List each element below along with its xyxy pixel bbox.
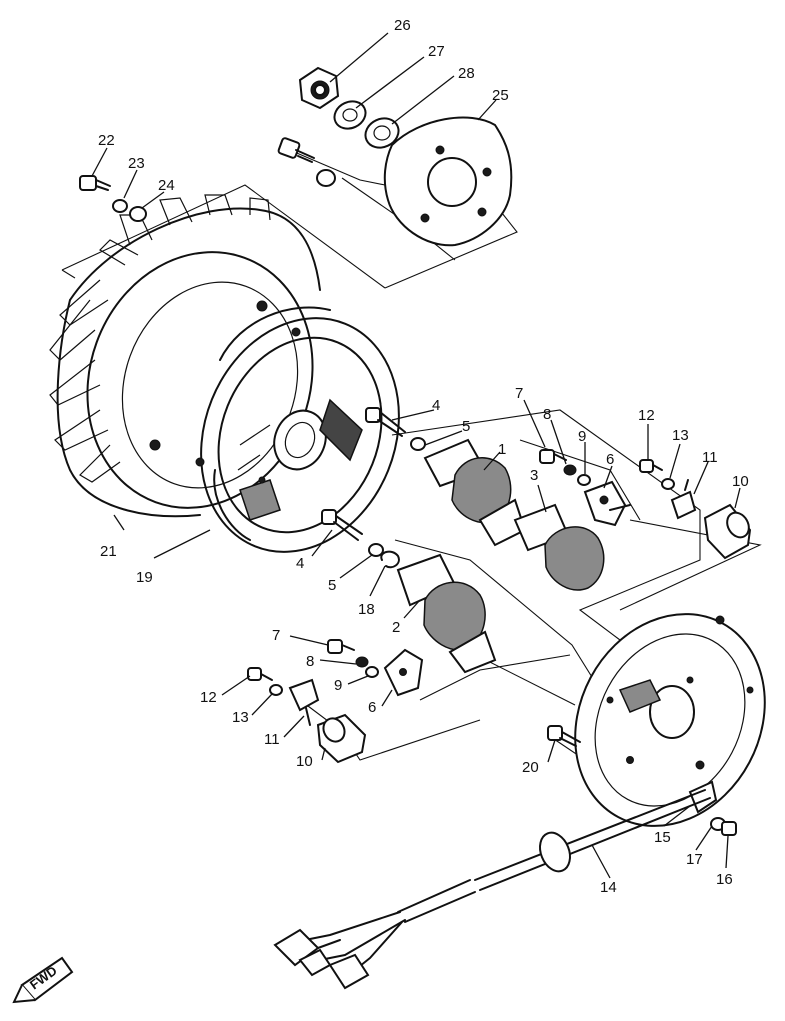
wire-clip	[380, 550, 400, 569]
callout-24: 24	[158, 177, 175, 194]
cam-washer	[316, 169, 336, 187]
lead-wire-harness	[273, 789, 711, 990]
stator-screw	[547, 725, 581, 747]
ignition-coil-2	[396, 553, 497, 674]
breaker-spring-washer-lower	[355, 656, 369, 668]
condenser-washer-upper	[661, 478, 675, 490]
callout-8-upper: 8	[543, 406, 551, 423]
callout-28: 28	[458, 65, 475, 82]
callout-11-upper: 11	[702, 449, 718, 466]
condenser-upper	[703, 503, 752, 560]
callout-13-lower: 13	[232, 709, 249, 726]
callout-16: 16	[716, 871, 733, 888]
stator-plate	[574, 613, 766, 827]
cam-plate	[383, 116, 513, 247]
flywheel-fan	[49, 194, 321, 518]
coil-washer-upper	[410, 437, 426, 451]
callout-2: 2	[392, 619, 400, 636]
callout-12-upper: 12	[638, 407, 655, 424]
fwd-direction-marker: FWD	[12, 956, 74, 1004]
callout-numbers: 26 27 28 25 22 23 24 4 5 1 7 8 9 6 12 13…	[98, 17, 749, 896]
breaker-spring-washer-upper	[563, 464, 577, 476]
contact-breaker-lower	[383, 648, 424, 697]
callout-13-upper: 13	[672, 427, 689, 444]
callout-8-lower: 8	[306, 653, 314, 670]
upper-screw	[79, 175, 111, 191]
condenser-screw-lower	[247, 667, 273, 681]
callout-26: 26	[394, 17, 411, 34]
condenser-lower	[316, 713, 367, 764]
coil-washer-lower	[368, 543, 384, 557]
callout-23: 23	[128, 155, 145, 172]
callout-7-upper: 7	[515, 385, 523, 402]
condenser-washer-lower	[269, 684, 283, 696]
clamp-screw	[721, 821, 737, 836]
upper-plain-washer	[129, 206, 147, 222]
callout-1: 1	[498, 441, 506, 458]
callout-4-lower: 4	[296, 555, 304, 572]
callout-18: 18	[358, 601, 375, 618]
callout-5-lower: 5	[328, 577, 336, 594]
callout-27: 27	[428, 43, 445, 60]
ignition-coil-1	[423, 438, 527, 547]
callout-10-lower: 10	[296, 753, 313, 770]
flywheel-rotor	[195, 306, 400, 553]
breaker-washer-lower	[365, 666, 379, 678]
flywheel-nut	[298, 66, 340, 110]
callout-20: 20	[522, 759, 539, 776]
condenser-screw-upper	[639, 459, 663, 473]
plain-washer	[364, 117, 400, 149]
callout-25: 25	[492, 87, 509, 104]
callout-9-lower: 9	[334, 677, 342, 694]
condenser-bracket-lower	[288, 678, 320, 726]
callout-6-lower: 6	[368, 699, 376, 716]
cam-bolt	[277, 137, 315, 163]
lock-washer	[333, 100, 367, 130]
grommet-clamp	[688, 780, 718, 814]
contact-breaker-upper	[583, 480, 631, 527]
leader-lines	[91, 32, 741, 879]
callout-3: 3	[530, 467, 538, 484]
callout-12-lower: 12	[200, 689, 217, 706]
condenser-bracket-upper	[670, 479, 697, 520]
coil-screw-lower	[321, 509, 363, 541]
callout-21: 21	[100, 543, 117, 560]
coil-screw-upper	[365, 407, 406, 437]
callout-6-upper: 6	[606, 451, 614, 468]
callout-7-lower: 7	[272, 627, 280, 644]
callout-10-upper: 10	[732, 473, 749, 490]
callout-4-upper: 4	[432, 397, 440, 414]
callout-14: 14	[600, 879, 617, 896]
upper-spring-washer	[112, 199, 128, 213]
callout-17: 17	[686, 851, 703, 868]
callout-11-lower: 11	[264, 731, 280, 748]
breaker-washer-upper	[577, 474, 591, 486]
callout-9-upper: 9	[578, 428, 586, 445]
callout-5-upper: 5	[462, 418, 470, 435]
callout-15: 15	[654, 829, 671, 846]
callout-19: 19	[136, 569, 153, 586]
callout-22: 22	[98, 132, 115, 149]
ignition-coil-3	[513, 503, 605, 591]
breaker-screw-lower	[327, 639, 355, 654]
